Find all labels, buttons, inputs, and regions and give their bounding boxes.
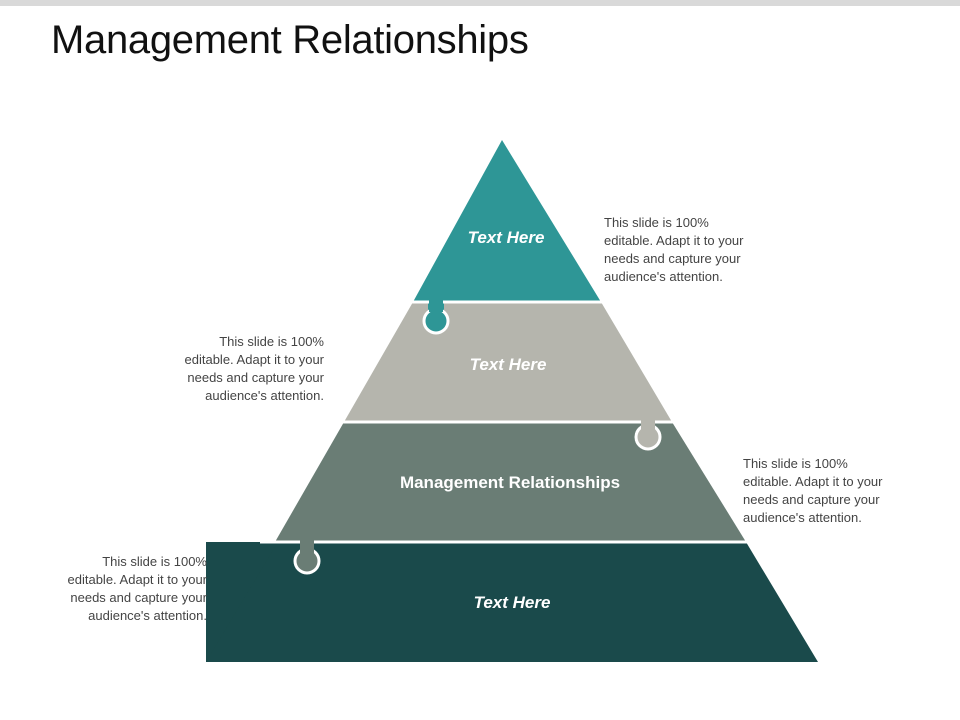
tier-3-label: Management Relationships (400, 473, 620, 492)
description-tier-4: This slide is 100% editable. Adapt it to… (47, 553, 207, 625)
description-tier-1: This slide is 100% editable. Adapt it to… (604, 214, 743, 286)
description-line: editable. Adapt it to your (604, 233, 744, 248)
description-line: This slide is 100% (743, 456, 848, 471)
description-line: audience's attention. (205, 388, 324, 403)
pyramid-tier-4-left (206, 542, 300, 662)
description-line: needs and capture your (70, 590, 207, 605)
description-line: This slide is 100% (219, 334, 324, 349)
tier-4-label: Text Here (474, 593, 551, 612)
description-line: This slide is 100% (604, 215, 709, 230)
pyramid-tier-4 (206, 542, 818, 662)
description-line: This slide is 100% (102, 554, 207, 569)
description-line: editable. Adapt it to your (67, 572, 207, 587)
description-tier-3: This slide is 100% editable. Adapt it to… (743, 455, 882, 527)
description-line: audience's attention. (88, 608, 207, 623)
tier-2-label: Text Here (470, 355, 547, 374)
description-line: needs and capture your (187, 370, 324, 385)
description-line: editable. Adapt it to your (743, 474, 883, 489)
pyramid-tier-2 (344, 302, 672, 422)
description-line: editable. Adapt it to your (184, 352, 324, 367)
description-line: audience's attention. (743, 510, 862, 525)
description-line: needs and capture your (604, 251, 741, 266)
description-line: audience's attention. (604, 269, 723, 284)
pyramid-tier-3 (275, 422, 746, 542)
description-line: needs and capture your (743, 492, 880, 507)
tier-1-label: Text Here (468, 228, 545, 247)
description-tier-2: This slide is 100% editable. Adapt it to… (164, 333, 324, 405)
pyramid-tier-1 (413, 140, 601, 302)
top-bar (0, 0, 960, 6)
slide-title: Management Relationships (51, 18, 529, 62)
